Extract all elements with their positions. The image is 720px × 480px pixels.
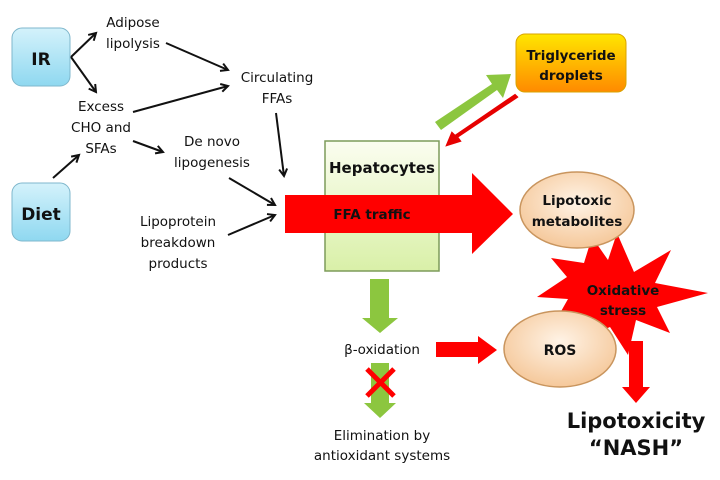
circulating-label-1: Circulating	[241, 70, 314, 86]
adipose-label-2: lipolysis	[106, 36, 160, 52]
blocked-x-icon	[365, 367, 396, 398]
green-arrow-to-beta-oxidation	[362, 279, 398, 333]
hepatocytes-label: Hepatocytes	[329, 159, 435, 177]
oxidative-stress-star: Oxidative stress	[537, 233, 708, 355]
excess-label-3: SFAs	[85, 141, 116, 157]
lipotoxic-metabolites-ellipse: Lipotoxic metabolites	[519, 171, 635, 249]
input-arrows	[52, 33, 284, 236]
lipotoxicity-label: Lipotoxicity	[567, 409, 706, 433]
triglyceride-label-2: droplets	[539, 68, 603, 84]
red-arrow-beta-to-ros	[436, 336, 497, 364]
triglyceride-box: Triglyceride droplets	[515, 33, 627, 93]
lipoprotein-label-1: Lipoprotein	[140, 214, 216, 230]
green-arrow-to-triglyceride	[435, 74, 511, 130]
ir-box: IR	[11, 27, 71, 87]
ffa-traffic-arrow: FFA traffic	[285, 173, 513, 254]
excess-label-1: Excess	[78, 99, 124, 115]
diet-box: Diet	[11, 182, 71, 242]
arrow-excess-circulating	[132, 86, 228, 113]
excess-label-2: CHO and	[71, 120, 131, 136]
elimination-label-1: Elimination by	[334, 428, 430, 444]
ffa-traffic-label: FFA traffic	[333, 207, 410, 223]
circulating-label-2: FFAs	[262, 91, 293, 107]
beta-oxidation-label: β-oxidation	[344, 342, 420, 358]
denovo-label-2: lipogenesis	[174, 155, 250, 171]
elimination-label-2: antioxidant systems	[314, 448, 450, 464]
ros-label: ROS	[544, 343, 577, 359]
triglyceride-label-1: Triglyceride	[526, 48, 615, 64]
arrow-adipose-circulating	[165, 42, 228, 70]
red-arrow-from-triglyceride	[445, 93, 519, 147]
arrow-ir-adipose	[70, 33, 96, 58]
denovo-label-1: De novo	[184, 134, 240, 150]
adipose-label-1: Adipose	[106, 15, 160, 31]
arrow-diet-excess	[52, 155, 79, 179]
oxidative-label-1: Oxidative	[587, 283, 660, 299]
lipoprotein-label-2: breakdown	[141, 235, 216, 251]
lipoprotein-label-3: products	[149, 256, 208, 272]
oxidative-label-2: stress	[600, 303, 646, 319]
ir-label: IR	[31, 50, 50, 70]
lipotoxic-label-1: Lipotoxic	[542, 193, 611, 209]
lipotoxic-label-2: metabolites	[532, 214, 623, 230]
arrow-excess-denovo	[132, 140, 163, 152]
nash-label: “NASH”	[589, 436, 683, 460]
arrow-ir-excess	[70, 56, 96, 92]
red-arrow-to-lipotoxicity	[622, 341, 650, 403]
arrow-circulating-ffa	[275, 112, 284, 176]
arrow-denovo-ffa	[228, 177, 275, 205]
diet-label: Diet	[21, 205, 61, 225]
arrow-lipoprotein-ffa	[227, 215, 275, 236]
ros-ellipse: ROS	[503, 310, 617, 388]
